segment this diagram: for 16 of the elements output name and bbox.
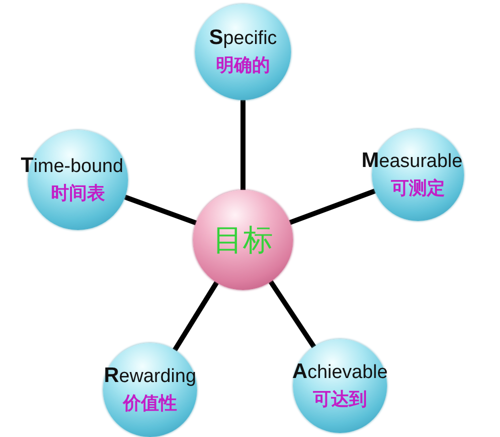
term-label: Time-bound — [20, 154, 124, 178]
term-label: Rewarding — [104, 364, 196, 388]
translation-label: 可测定 — [391, 176, 445, 200]
connector-line — [268, 280, 316, 348]
term-label: Measurable — [362, 150, 462, 172]
translation-label: 时间表 — [51, 182, 105, 206]
connector-line — [289, 188, 376, 225]
translation-label: 可达到 — [313, 388, 367, 412]
term-label: Specific — [209, 26, 277, 50]
connector-line — [240, 100, 246, 190]
connector-line — [172, 281, 219, 352]
term-label: Achievable — [292, 360, 388, 384]
goal-label: 目标 — [213, 222, 273, 260]
translation-label: 明确的 — [216, 54, 270, 78]
translation-label: 价值性 — [123, 392, 177, 416]
connector-line — [124, 194, 197, 226]
